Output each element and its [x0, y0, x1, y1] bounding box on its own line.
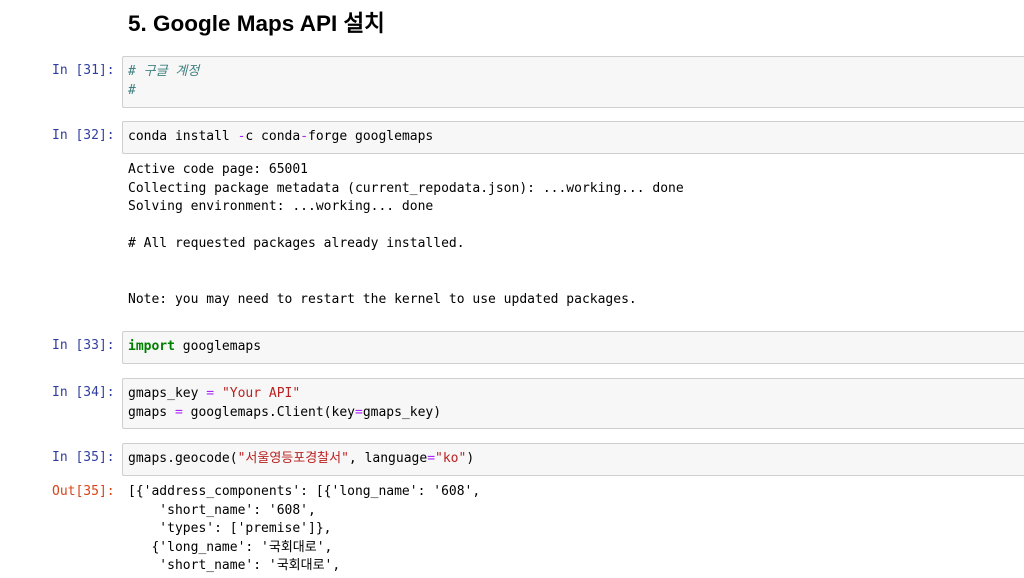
- code-token: , language: [348, 451, 428, 466]
- code-token: googlemaps: [174, 339, 262, 354]
- code-token: forge googlemaps: [308, 129, 434, 144]
- code-text: import googlemaps: [128, 338, 261, 357]
- code-operator: -: [300, 129, 309, 144]
- code-text: # 구글 계정 #: [128, 63, 199, 100]
- input-prompt: In [33]:: [52, 338, 115, 353]
- code-token: gmaps_key: [128, 386, 207, 401]
- code-token: [214, 386, 222, 401]
- code-token: gmaps: [128, 404, 175, 420]
- code-string: "Your API": [221, 386, 301, 401]
- code-editor[interactable]: import googlemaps: [122, 331, 1024, 364]
- code-token: googlemaps.Client(key: [182, 404, 355, 420]
- section-heading: 5. Google Maps API 설치: [128, 11, 385, 36]
- code-operator: =: [174, 404, 183, 420]
- code-text: gmaps.geocode("서울영등포경찰서", language="ko"): [128, 450, 474, 469]
- input-prompt: In [31]:: [52, 63, 115, 78]
- code-text: conda install -c conda-forge googlemaps: [128, 128, 433, 147]
- code-editor[interactable]: conda install -c conda-forge googlemaps: [122, 121, 1024, 154]
- code-operator: =: [354, 404, 363, 420]
- code-token: conda install: [128, 129, 238, 144]
- cell-output: [{'address_components': [{'long_name': '…: [128, 484, 481, 573]
- input-prompt: In [35]:: [52, 450, 115, 465]
- code-operator: =: [427, 451, 436, 466]
- comment-line: #: [128, 82, 136, 98]
- code-token: c conda: [245, 129, 301, 144]
- code-editor[interactable]: # 구글 계정 #: [122, 56, 1024, 108]
- code-string: "ko": [435, 451, 467, 466]
- code-token: ): [466, 451, 475, 466]
- code-token: gmaps_key): [362, 404, 442, 420]
- input-prompt: In [34]:: [52, 385, 115, 400]
- code-editor[interactable]: gmaps_key = "Your API" gmaps = googlemap…: [122, 378, 1024, 429]
- code-token: gmaps.geocode(: [128, 451, 238, 466]
- comment-line: # 구글 계정: [128, 64, 200, 79]
- code-string: "서울영등포경찰서": [237, 451, 349, 466]
- input-prompt: In [32]:: [52, 128, 115, 143]
- code-keyword: import: [128, 339, 175, 354]
- output-prompt: Out[35]:: [52, 484, 115, 499]
- code-operator: -: [237, 129, 246, 144]
- code-editor[interactable]: gmaps.geocode("서울영등포경찰서", language="ko"): [122, 443, 1024, 476]
- code-text: gmaps_key = "Your API" gmaps = googlemap…: [128, 385, 441, 422]
- cell-output: Active code page: 65001 Collecting packa…: [128, 162, 684, 307]
- code-operator: =: [206, 386, 215, 401]
